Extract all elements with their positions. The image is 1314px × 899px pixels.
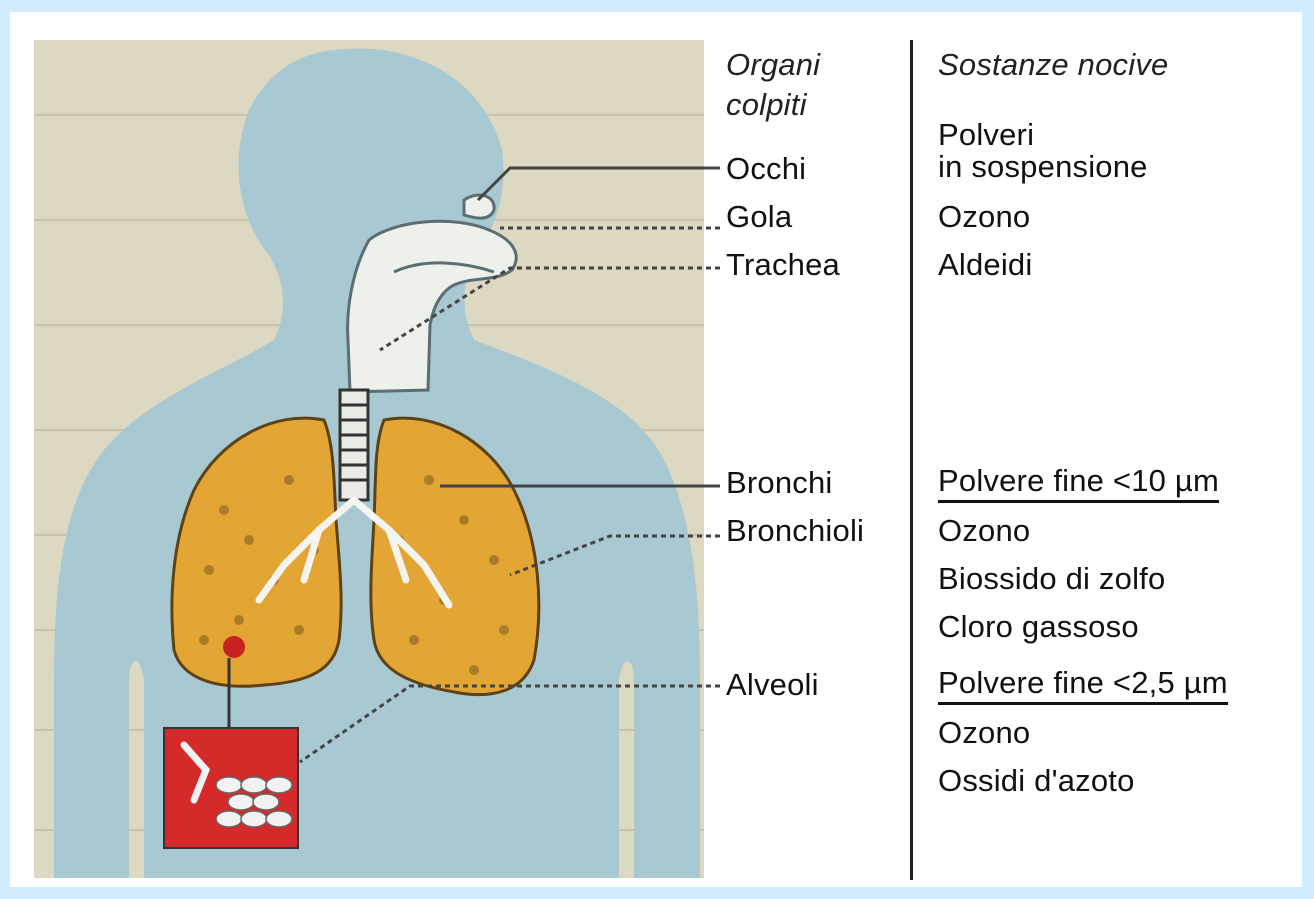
organ-bronchi: Bronchi	[726, 466, 833, 500]
substance-ossidi-d-azoto: Ossidi d'azoto	[938, 764, 1135, 798]
substance-polvere-fine-10: Polvere fine <10 µm	[938, 464, 1219, 503]
substance-ozono-3: Ozono	[938, 716, 1030, 750]
substance-biossido-di-zolfo: Biossido di zolfo	[938, 562, 1165, 596]
column-divider	[910, 40, 913, 880]
nose-tip	[464, 195, 494, 218]
organ-trachea: Trachea	[726, 248, 840, 282]
substance-aldeidi: Aldeidi	[938, 248, 1032, 282]
substance-polveri-line1: Polveri	[938, 118, 1034, 152]
organs-header-line2: colpiti	[726, 88, 807, 122]
substance-polvere-fine-25: Polvere fine <2,5 µm	[938, 666, 1228, 705]
substance-cloro-gassoso: Cloro gassoso	[938, 610, 1139, 644]
trachea	[340, 390, 368, 500]
organ-bronchioli: Bronchioli	[726, 514, 864, 548]
organ-occhi: Occhi	[726, 152, 806, 186]
substance-ozono-2: Ozono	[938, 514, 1030, 548]
respiratory-illustration	[34, 40, 704, 878]
substance-ozono-1: Ozono	[938, 200, 1030, 234]
alveolus-highlight	[223, 636, 245, 658]
organ-gola: Gola	[726, 200, 792, 234]
substances-header: Sostanze nocive	[938, 48, 1168, 82]
organ-alveoli: Alveoli	[726, 668, 819, 702]
substance-polveri-line2: in sospensione	[938, 150, 1148, 184]
organs-header-line1: Organi	[726, 48, 820, 82]
